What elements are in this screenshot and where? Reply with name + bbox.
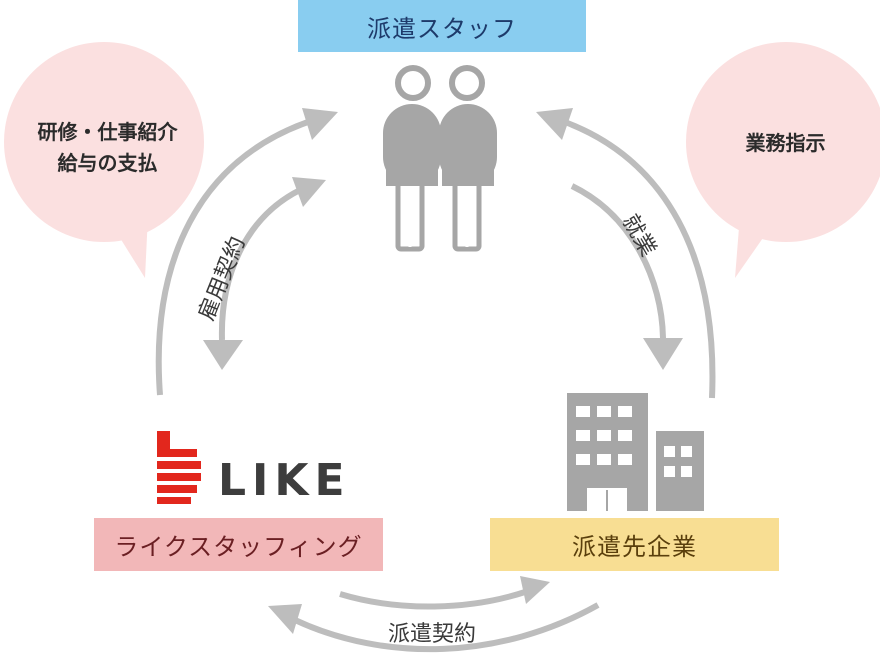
- dispatch-lower-arrow: [268, 602, 600, 653]
- outer-left-arrow: [155, 108, 338, 396]
- training-job-intro-label: 研修・仕事紹介: [37, 120, 178, 144]
- dispatch-upper-arrow: [339, 576, 550, 610]
- employment-contract-label: 雇用契約: [194, 233, 250, 324]
- like-logo-text: LIKE: [218, 455, 351, 506]
- left-speech-bubble: [4, 42, 204, 278]
- client-building-icon: [567, 393, 704, 511]
- business-instruction-label: 業務指示: [745, 131, 826, 155]
- client-company-node: 派遣先企業: [490, 518, 779, 571]
- dispatch-contract-label: 派遣契約: [388, 622, 476, 647]
- employment-double-arrow: [203, 177, 326, 370]
- outer-right-arrow: [536, 108, 716, 399]
- salary-payment-label: 給与の支払: [57, 151, 158, 175]
- work-arrow: [570, 183, 683, 370]
- work-label: 就業: [617, 211, 661, 262]
- left-bubble-text: 研修・仕事紹介 給与の支払: [0, 117, 215, 179]
- right-speech-bubble: [686, 42, 880, 278]
- staff-people-icon: [383, 65, 497, 252]
- staff-node: 派遣スタッフ: [298, 0, 586, 52]
- like-staffing-node: ライクスタッフィング: [94, 518, 383, 571]
- like-logo-mark: [157, 431, 201, 504]
